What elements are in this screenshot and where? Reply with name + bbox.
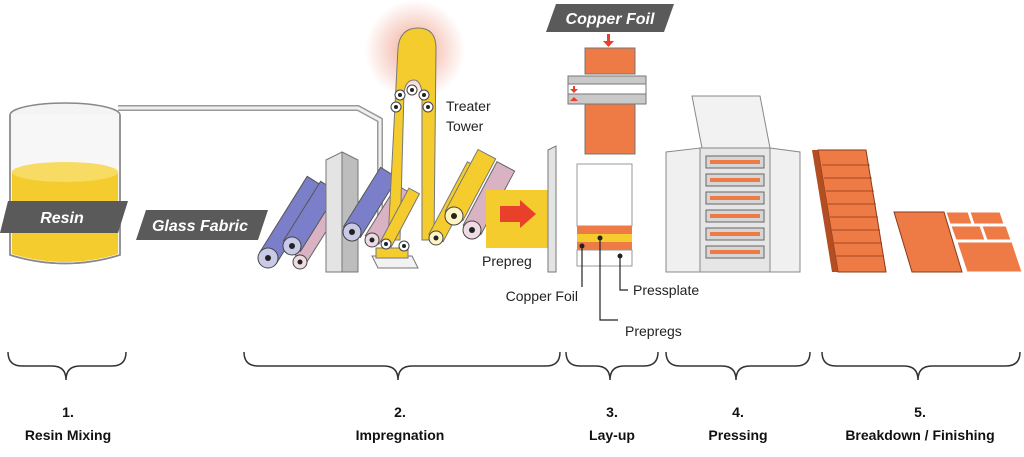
treater-label: Treater [446, 98, 491, 114]
step-4: 4. Pressing [708, 404, 767, 443]
laminating-press [665, 95, 801, 273]
step-5-name: Breakdown / Finishing [845, 427, 994, 443]
step-2-number: 2. [394, 404, 406, 420]
layup-stack [576, 163, 633, 267]
laminate-sheet [893, 211, 963, 273]
resin-tag-text: Resin [40, 210, 84, 227]
press-down-arrow-icon [603, 34, 614, 47]
treater-tower [387, 27, 437, 241]
layup-callouts [579, 235, 628, 321]
step-5: 5. Breakdown / Finishing [845, 404, 994, 443]
laminate-stack [812, 149, 887, 273]
resin-bath [371, 187, 421, 269]
press-platens [705, 155, 765, 259]
resin-tag: Resin [0, 201, 128, 233]
copper-foil-tag: Copper Foil [546, 4, 674, 32]
step-4-number: 4. [732, 404, 744, 420]
glass-fabric-tag: Glass Fabric [136, 210, 268, 240]
step-3-number: 3. [606, 404, 618, 420]
step-1-name: Resin Mixing [25, 427, 111, 443]
copper-foil-press [567, 47, 647, 155]
cut-panels [945, 211, 1023, 273]
prepreg-sheet [486, 145, 557, 273]
step-3-name: Lay-up [589, 427, 635, 443]
step-4-name: Pressing [708, 427, 767, 443]
step-3: 3. Lay-up [589, 404, 635, 443]
pressplate-label: Pressplate [633, 282, 699, 298]
prepreg-label: Prepreg [482, 253, 532, 269]
step-braces [7, 351, 1021, 381]
resin-beaker [9, 102, 121, 265]
step-2: 2. Impregnation [356, 404, 445, 443]
tower-label: Tower [446, 118, 484, 134]
guide-panel [325, 151, 359, 273]
step-5-number: 5. [914, 404, 926, 420]
step-1: 1. Resin Mixing [25, 404, 111, 443]
step-1-number: 1. [62, 404, 74, 420]
flow-arrow-icon [500, 200, 536, 228]
copper-foil-label: Copper Foil [506, 288, 578, 304]
glass-fabric-tag-text: Glass Fabric [152, 218, 248, 235]
step-2-name: Impregnation [356, 427, 445, 443]
prepregs-label: Prepregs [625, 323, 682, 339]
copper-foil-tag-text: Copper Foil [566, 11, 655, 28]
